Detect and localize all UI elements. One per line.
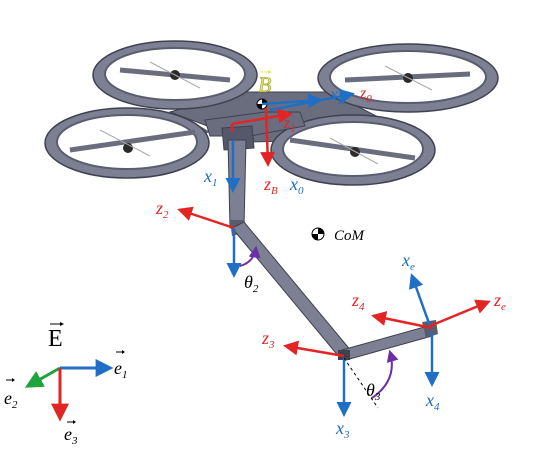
rotor-guard-back-right xyxy=(317,43,499,113)
label-z3: z3 xyxy=(261,328,275,351)
label-e2: e2 xyxy=(4,388,18,411)
label-z0: z0 xyxy=(359,85,372,105)
com-marker xyxy=(311,227,325,241)
label-e1: e1 xyxy=(114,358,128,381)
frame-3-axes xyxy=(283,340,399,417)
label-e3: e3 xyxy=(64,424,78,447)
inertial-frame-axes xyxy=(24,359,114,422)
frame-2-axes xyxy=(177,206,261,278)
xb-axis-arrow xyxy=(261,93,323,109)
label-theta2: θ2 xyxy=(244,272,259,295)
z4-axis-arrow xyxy=(371,311,433,330)
e2-axis-arrow xyxy=(24,366,61,388)
z2-axis-arrow xyxy=(177,206,235,230)
label-x4: x4 xyxy=(425,390,440,413)
label-xb: xB xyxy=(329,84,345,107)
frame-4-axes xyxy=(371,273,491,387)
ze-axis-arrow xyxy=(429,299,491,328)
label-e: E xyxy=(48,326,63,352)
rotor-guard-front-right xyxy=(270,114,436,186)
z3-axis-arrow xyxy=(283,340,345,358)
label-ze: ze xyxy=(493,290,506,313)
label-z2: z2 xyxy=(155,198,169,221)
link-2-extension-dashed xyxy=(343,357,379,409)
body-frame-axes xyxy=(230,88,355,167)
label-b: B xyxy=(258,72,271,97)
rotor-guard-front-left xyxy=(44,107,210,179)
theta2-arc xyxy=(239,245,261,267)
link-1 xyxy=(227,139,247,229)
label-x1: x1 xyxy=(203,166,218,189)
z0-axis-arrow xyxy=(231,108,293,126)
vector-overarrows xyxy=(6,70,272,424)
quadrotor xyxy=(44,40,499,186)
label-x0: x0 xyxy=(289,174,304,197)
rotor-guard-back-left xyxy=(92,40,258,110)
x0-axis-arrow xyxy=(269,88,355,112)
theta3-arc xyxy=(371,349,399,399)
label-zb: zB xyxy=(263,174,278,197)
label-z4: z4 xyxy=(351,290,365,313)
xe-axis-arrow xyxy=(409,273,432,327)
label-x3: x3 xyxy=(335,418,350,441)
label-z1: z1 xyxy=(283,115,296,135)
label-com: CoM xyxy=(334,228,366,244)
link-3 xyxy=(341,325,433,361)
label-theta3: θ3 xyxy=(366,380,381,403)
label-xe: xe xyxy=(401,250,415,273)
